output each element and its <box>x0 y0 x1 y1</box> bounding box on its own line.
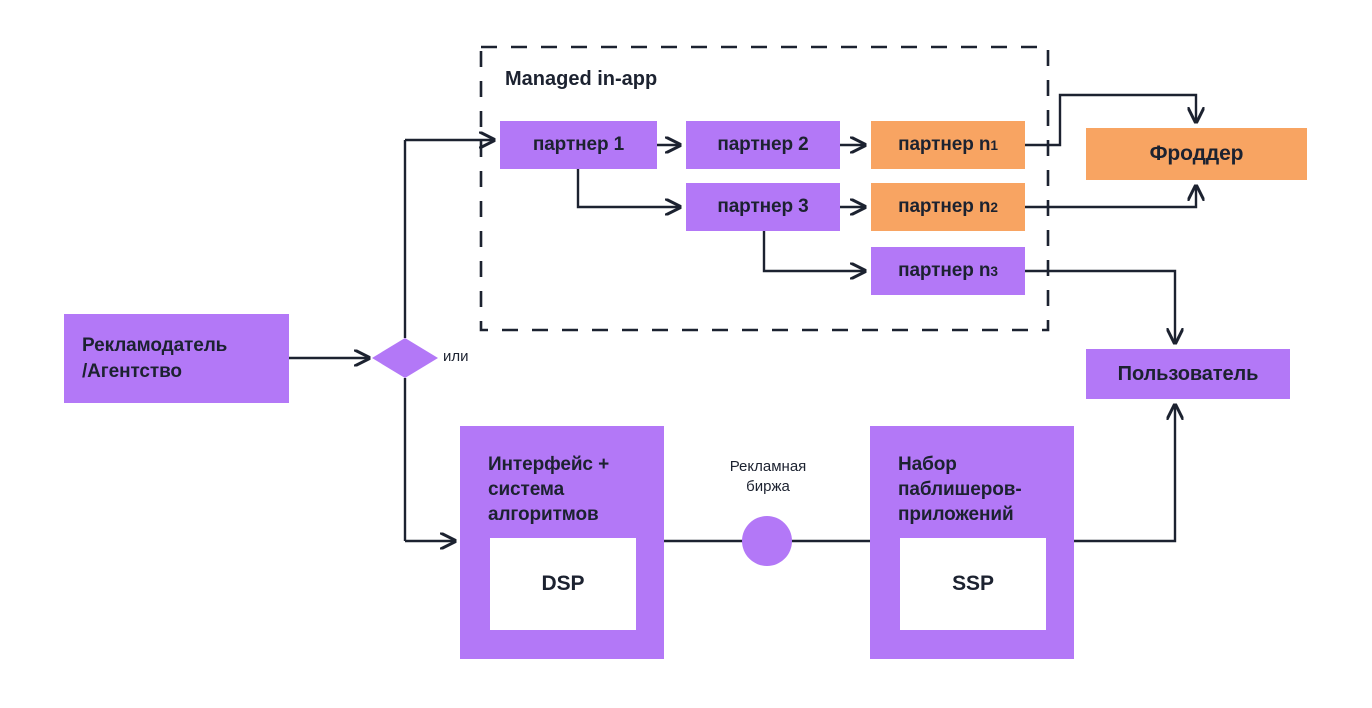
node-partner-n3-subscript: 3 <box>990 263 998 279</box>
node-ssp-caption: Набор паблишеров- приложений <box>898 454 1022 525</box>
node-advertiser-label: Рекламодатель /Агентство <box>82 334 228 382</box>
ad-exchange-circle <box>742 516 792 566</box>
decision-diamond <box>372 338 438 378</box>
node-ssp-label: SSP <box>952 572 994 595</box>
node-ssp[interactable]: SSP <box>900 538 1046 630</box>
node-partner-n2-subscript: 2 <box>990 199 998 215</box>
edge-partner1-to-partner3 <box>576 169 680 207</box>
node-partner-2-label: партнер 2 <box>717 134 809 155</box>
node-partner-n3-label: партнер n <box>898 260 991 281</box>
node-advertiser[interactable]: Рекламодатель /Агентство <box>64 314 289 403</box>
node-partner-n1-label: партнер n <box>898 134 991 155</box>
node-partner-3-label: партнер 3 <box>717 196 809 217</box>
edge-partnern2-to-frodder <box>1025 186 1196 209</box>
node-dsp-caption: Интерфейс + система алгоритмов <box>488 454 610 525</box>
node-partner-2[interactable]: партнер 2 <box>686 121 840 169</box>
ad-exchange-label: Рекламная биржа <box>703 457 833 497</box>
edge-partnern3-to-user <box>1025 269 1175 343</box>
managed-in-app-boundary <box>479 45 1050 332</box>
edge-partnern1-to-frodder <box>1025 93 1196 147</box>
node-partner-3[interactable]: партнер 3 <box>686 183 840 231</box>
node-user-label: Пользователь <box>1117 362 1259 385</box>
decision-or-label: или <box>443 348 469 365</box>
node-partner-n2-label: партнер n <box>898 196 991 217</box>
node-dsp[interactable]: DSP <box>490 538 636 630</box>
node-frodder[interactable]: Фроддер <box>1086 128 1307 180</box>
ad-exchange-label-line2: биржа <box>746 478 790 495</box>
node-user[interactable]: Пользователь <box>1086 349 1290 399</box>
managed-in-app-title: Managed in-app <box>505 68 658 90</box>
node-frodder-label: Фроддер <box>1149 142 1244 165</box>
node-partner-1[interactable]: партнер 1 <box>500 121 657 169</box>
edge-partner3-to-partnern3 <box>762 231 865 271</box>
node-partner-n1-subscript: 1 <box>990 137 998 153</box>
node-partner-1-label: партнер 1 <box>532 134 625 155</box>
ad-exchange-label-line1: Рекламная <box>729 458 807 475</box>
edge-ssp-to-user <box>1074 405 1175 543</box>
node-dsp-label: DSP <box>541 572 585 595</box>
